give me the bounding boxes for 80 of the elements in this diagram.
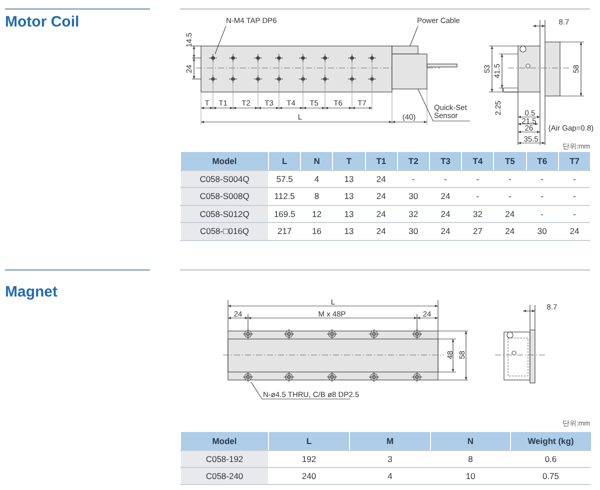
table-cell: - [558, 205, 590, 222]
hole-symbol [242, 372, 254, 382]
table-cell: - [462, 188, 494, 205]
table-header-cell: T2 [397, 152, 430, 170]
table-cell: - [494, 170, 526, 188]
table-header-cell: Model [180, 152, 268, 170]
table-cell: 30 [397, 188, 430, 205]
table-cell: 24 [558, 222, 590, 240]
cable-connector [392, 46, 418, 54]
table-header-cell: L [268, 152, 301, 170]
table-header-cell: N [430, 432, 510, 450]
table-cell: 24 [365, 205, 398, 222]
table-cell: 4 [350, 467, 430, 484]
table-cell: - [558, 188, 590, 205]
table-header-cell: Model [180, 432, 268, 450]
table-header-cell: Weight (kg) [510, 432, 590, 450]
table-cell: 32 [397, 205, 430, 222]
section-heading: Motor Coil [5, 14, 80, 30]
table-cell: 24 [494, 205, 526, 222]
leader-line [214, 26, 226, 54]
table-cell: 13 [332, 222, 366, 240]
model-cell: C058-192 [180, 450, 268, 467]
table-cell: 192 [268, 450, 350, 467]
table-cell: 24 [429, 188, 462, 205]
table-header-cell: T4 [462, 152, 494, 170]
model-cell: C058-□016Q [180, 222, 268, 240]
table-cell: 16 [300, 222, 333, 240]
table-cell: 8 [300, 188, 333, 205]
table-cell: 12 [300, 205, 333, 222]
table-header-cell: M [350, 432, 430, 450]
table-cell: 32 [462, 205, 494, 222]
table-cell: 30 [526, 222, 558, 240]
table-cell: 169.5 [268, 205, 301, 222]
table-cell: 24 [365, 222, 398, 240]
table-header-cell: T3 [429, 152, 462, 170]
table-cell: 13 [332, 170, 366, 188]
table-cell: 30 [397, 222, 430, 240]
table-cell: 240 [268, 467, 350, 484]
table-cell: 24 [429, 205, 462, 222]
table-cell: - [558, 170, 590, 188]
table-cell: 10 [430, 467, 510, 484]
table-cell: 27 [462, 222, 494, 240]
table-header-cell: T7 [558, 152, 590, 170]
table-header-cell: L [268, 432, 350, 450]
table-header-cell: T1 [365, 152, 398, 170]
table-header-cell: N [300, 152, 333, 170]
table-cell: 4 [300, 170, 333, 188]
leader-line [410, 26, 418, 46]
table-header-cell: T5 [494, 152, 526, 170]
table-cell: 13 [332, 188, 366, 205]
table-cell: 3 [350, 450, 430, 467]
table-cell: - [462, 170, 494, 188]
table-header-cell: T [332, 152, 366, 170]
leader-line [250, 382, 350, 400]
table-cell: 24 [365, 188, 398, 205]
table-cell: - [526, 170, 558, 188]
table-cell: - [526, 188, 558, 205]
table-cell: 8 [430, 450, 510, 467]
table-cell: 24 [494, 222, 526, 240]
table-cell: - [397, 170, 430, 188]
model-cell: C058-S012Q [180, 205, 268, 222]
table-cell: - [494, 188, 526, 205]
table-cell: 0.6 [510, 450, 590, 467]
table-header-cell: T6 [526, 152, 558, 170]
model-cell: C058-S008Q [180, 188, 268, 205]
sensor-block [392, 54, 428, 90]
model-cell: C058-S004Q [180, 170, 268, 188]
table-cell: 13 [332, 205, 366, 222]
table-cell: - [429, 170, 462, 188]
table-cell: 217 [268, 222, 301, 240]
model-cell: C058-240 [180, 467, 268, 484]
table-cell: - [526, 205, 558, 222]
table-cell: 112.5 [268, 188, 301, 205]
table-cell: 0.75 [510, 467, 590, 484]
table-cell: 24 [429, 222, 462, 240]
leader-line [418, 88, 470, 122]
table-cell: 57.5 [268, 170, 301, 188]
section-heading: Magnet [5, 284, 58, 300]
table-cell: 24 [365, 170, 398, 188]
hole-symbol [208, 54, 218, 62]
